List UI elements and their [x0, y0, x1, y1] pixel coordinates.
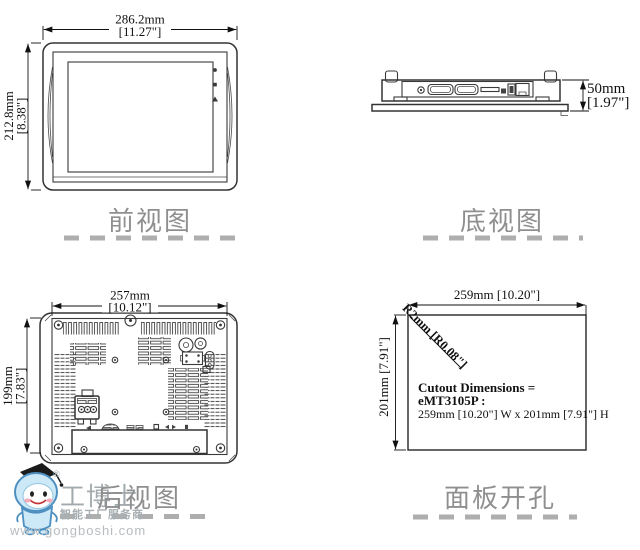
connector-recess — [401, 80, 534, 98]
rear-case-outline — [39, 312, 238, 464]
potentiometer — [194, 337, 207, 350]
chassis-screws — [53, 320, 226, 453]
cutout-width-dim: 259mm [10.20"] — [454, 287, 540, 302]
rear-width-inch: [10.12"] — [108, 300, 151, 315]
top-vent-slats — [141, 321, 216, 335]
side-vent — [215, 354, 226, 428]
rear-bottom-recess — [71, 429, 208, 455]
front-right-grip — [227, 66, 233, 164]
front-view-label: 前视图 — [108, 207, 192, 236]
rear-width-mm: 257mm — [110, 288, 150, 303]
corner-radius-dim: R2mm [R0.08"] — [400, 301, 470, 371]
dip-switch — [501, 88, 506, 94]
front-height-mm: 212.8mm — [1, 91, 16, 140]
vent-block — [168, 368, 208, 420]
screw-boss — [124, 314, 137, 327]
rear-height-inch: [7.83"] — [13, 368, 28, 405]
corner-radius-leader-line — [409, 316, 462, 369]
port-markings — [86, 423, 188, 431]
serial-port-db9 — [427, 83, 454, 96]
front-height-inch: [8.38"] — [14, 98, 29, 135]
watermark-tagline: 智能工厂服务商 — [60, 507, 144, 521]
registered-mark: ® — [53, 469, 60, 479]
front-width-mm: 286.2mm — [115, 12, 164, 27]
audio-jack — [417, 86, 425, 94]
rear-housing — [51, 317, 228, 456]
view-labels: 前视图 底视图 后视图 面板开孔 — [97, 207, 556, 513]
vent-block — [70, 343, 106, 365]
watermark-url: www.gongboshi.com — [9, 523, 146, 538]
bottom-depth-inch: [1.97"] — [587, 95, 629, 111]
front-bezel-edge — [371, 103, 569, 112]
front-bezel — [52, 51, 228, 183]
cutout-note-size: 259mm [10.20"] W x 201mm [7.91"] H — [418, 407, 609, 421]
watermark-logo: ® 工博士 智能工厂服务商 www.gongboshi.com — [9, 463, 146, 538]
rear-view-label: 后视图 — [97, 484, 181, 513]
watermark-brand: 工博士 — [60, 483, 138, 511]
front-case-outline — [42, 42, 238, 191]
cutout-note-model: eMT3105P : — [418, 393, 486, 408]
connector-bar — [204, 350, 215, 370]
front-view: 286.2mm [11.27"] 212.8mm [8.38"] — [1, 12, 238, 241]
sd-card-slot — [480, 86, 500, 93]
cutout-note-title: Cutout Dimensions = — [418, 380, 535, 395]
front-screen — [67, 61, 214, 173]
cutout-height-dim: 201mm [7.91"] — [376, 337, 391, 417]
mounting-clip — [384, 70, 399, 83]
mounting-clip — [543, 70, 558, 83]
front-left-grip — [47, 66, 53, 164]
bottom-view: 50mm [1.97"] — [371, 70, 629, 241]
panel-cutout-view: 259mm [10.20"] 201mm [7.91"] R2mm [R0.08… — [376, 287, 609, 520]
top-vent-slats — [63, 321, 120, 335]
battery-holder — [181, 351, 204, 366]
panel-cutout-label: 面板开孔 — [444, 484, 556, 513]
rear-view: 257mm [10.12"] 199mm [7.83"] — [0, 288, 238, 519]
side-vent — [54, 354, 65, 428]
side-vent — [204, 354, 215, 428]
bottom-view-label: 底视图 — [460, 207, 544, 236]
usb-port — [507, 83, 516, 96]
mascot-icon — [14, 463, 64, 536]
led-indicator-icon — [213, 68, 217, 72]
front-width-inch: [11.27"] — [119, 24, 162, 39]
bottom-depth-mm: 50mm — [587, 81, 626, 97]
led-indicator-icon — [212, 96, 218, 102]
ethernet-port — [515, 82, 530, 97]
led-indicator-icon — [213, 82, 217, 87]
power-terminal — [74, 389, 100, 425]
rear-height-mm: 199mm — [0, 366, 15, 406]
potentiometer — [178, 337, 194, 353]
cutout-rectangle — [407, 314, 587, 451]
side-vent — [65, 354, 76, 428]
bottom-body — [381, 79, 561, 102]
serial-port-db9 — [454, 83, 479, 96]
